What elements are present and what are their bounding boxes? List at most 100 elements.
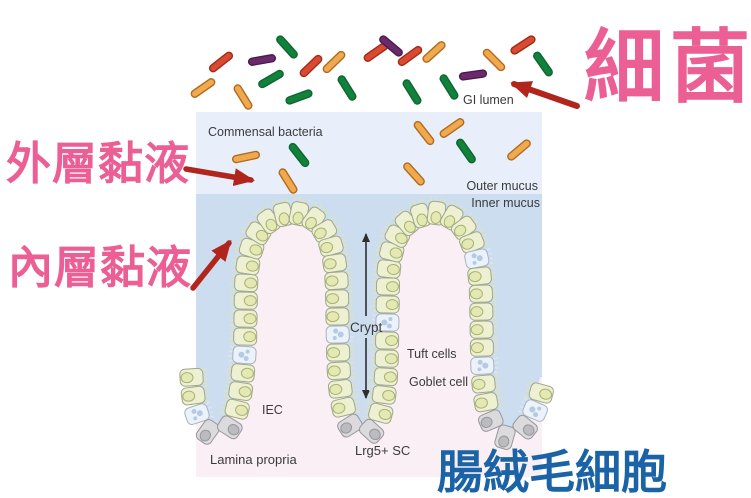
cell-nucleus (265, 218, 278, 232)
epithelial-cell (372, 259, 402, 279)
mucin-granule (482, 362, 489, 369)
epithelial-cell (370, 331, 400, 350)
bacterium-rod-green (337, 75, 357, 101)
microvilli-fuzz (390, 206, 406, 220)
cell-nucleus (443, 215, 456, 228)
mucin-granule (386, 323, 392, 329)
epithelial-cell (468, 284, 498, 303)
mucin-granule (243, 356, 249, 362)
microvilli-fuzz (479, 229, 489, 245)
label-lamina-propria: Lamina propria (210, 452, 297, 467)
epithelial-cell (469, 320, 498, 339)
bacterium-rod-purple (458, 69, 488, 81)
epithelial-cell (325, 289, 354, 308)
bacterium-rod-orange (232, 150, 260, 164)
epithelial-cell (469, 338, 499, 357)
microvilli-fuzz (204, 401, 214, 418)
goblet-cell (184, 401, 214, 425)
cell-nucleus (243, 295, 257, 307)
cell-nucleus (472, 378, 486, 390)
microvilli-fuzz (429, 196, 447, 204)
epithelial-cell (228, 327, 258, 346)
bacterium-rod-orange (507, 139, 531, 161)
paneth-cell (195, 419, 221, 445)
microvilli-fuzz (523, 381, 534, 398)
arrow-to-inner-mucus (190, 239, 232, 291)
bacterium-rod-orange (278, 168, 298, 194)
microvilli-fuzz (329, 216, 342, 232)
microvilli-fuzz (369, 367, 377, 385)
microvilli-fuzz (367, 384, 375, 402)
bacterium-rod-green (533, 51, 553, 77)
cell-nucleus (243, 313, 257, 325)
microvilli-fuzz (226, 363, 234, 380)
cell-nucleus (243, 331, 257, 343)
label-iec: IEC (262, 403, 283, 417)
goblet-cell (325, 325, 355, 344)
bacterium-rod-orange (322, 50, 346, 74)
microvilli-fuzz (371, 295, 378, 313)
bacterium-rod-green (258, 69, 284, 89)
bacterium-rod-orange (482, 48, 506, 72)
epithelial-cell (469, 302, 498, 321)
epithelial-cell (467, 266, 496, 286)
cell-nucleus (323, 258, 337, 270)
cell-nucleus (453, 224, 467, 237)
epithelial-cell (523, 381, 554, 404)
epithelial-cell (371, 277, 401, 296)
microvilli-fuzz (485, 247, 494, 264)
microvilli-fuzz (489, 266, 496, 283)
mucin-granule (477, 359, 483, 365)
label-tuft-cells: Tuft cells (407, 347, 457, 361)
bacterium-rod-green (402, 79, 422, 105)
arrow-to-bacteria (510, 81, 580, 109)
goblet-cell (464, 247, 494, 270)
cell-nucleus (235, 404, 249, 416)
cell-nucleus (385, 299, 399, 311)
epithelial-cell (325, 307, 354, 326)
cell-nucleus (326, 311, 340, 323)
mucin-granule (337, 331, 344, 338)
epithelial-cell (219, 397, 250, 420)
microvilli-fuzz (491, 302, 498, 320)
mucin-granule (529, 406, 536, 413)
mucin-granule (245, 349, 250, 354)
mucin-granule (537, 406, 542, 411)
epithelial-cell (363, 401, 394, 424)
cell-nucleus (320, 241, 334, 254)
cell-nucleus (430, 211, 442, 225)
microvilli-fuzz (370, 349, 377, 367)
microvilli-fuzz (202, 385, 210, 402)
arrow-to-outer-mucus (183, 166, 255, 187)
cell-nucleus (378, 408, 392, 421)
epithelial-cell (473, 391, 503, 413)
microvilli-fuzz (346, 271, 353, 289)
mucin-granule (196, 410, 203, 417)
microvilli-fuzz (491, 338, 499, 356)
bacterium-rod-orange (190, 78, 216, 98)
bacterium-rod-green (288, 142, 310, 168)
cell-nucleus (327, 365, 341, 377)
mucin-granule (238, 351, 245, 358)
microvilli-fuzz (234, 236, 244, 253)
cell-nucleus (332, 402, 346, 414)
label-gi-lumen: GI lumen (463, 93, 514, 107)
cell-nucleus (329, 383, 343, 395)
microvilli-fuzz (372, 259, 380, 276)
annotation-inner-mucus-cjk: 內層黏液 (8, 242, 193, 293)
bacterium-rod-orange (403, 162, 425, 186)
cell-nucleus (389, 247, 403, 259)
bacterium-rod-green (439, 74, 459, 100)
label-inner-mucus: Inner mucus (471, 196, 540, 210)
epithelial-cell (229, 291, 258, 310)
bacterium-rod-red (397, 45, 423, 67)
microvilli-fuzz (451, 200, 467, 212)
mucin-granule (333, 328, 339, 334)
epithelial-cell (229, 309, 258, 328)
microvilli-fuzz (348, 343, 355, 361)
cell-nucleus (498, 435, 510, 448)
epithelial-cell (471, 374, 500, 394)
paneth-cell (512, 414, 538, 440)
epithelial-cell (322, 252, 351, 274)
mucin-granule (471, 253, 477, 259)
